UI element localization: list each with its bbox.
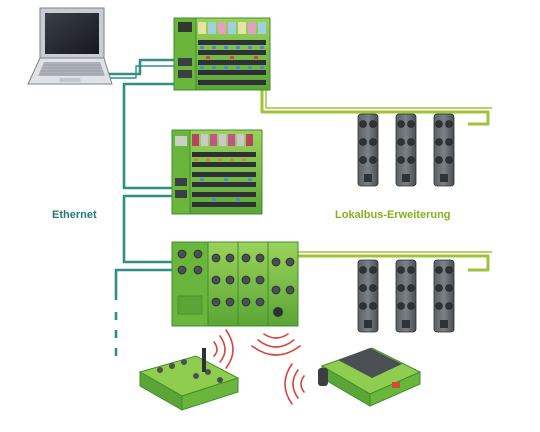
- ethernet-cable-laptop: [92, 58, 180, 76]
- m12-io-boxes-bottom: [357, 259, 455, 333]
- local-bus-label: Lokalbus-Erweiterung: [335, 209, 451, 221]
- wireless-waves-icon: [284, 363, 305, 405]
- m12-io-box-icon: [433, 259, 455, 333]
- laptop-icon: [27, 7, 113, 85]
- m12-io-box-icon: [357, 259, 379, 333]
- ethernet-label: Ethernet: [52, 209, 97, 221]
- m12-io-box-icon: [433, 113, 455, 187]
- ethernet-cable-down: [114, 268, 178, 300]
- ethernet-cables: [92, 58, 186, 300]
- m12-io-station-icon: [171, 241, 299, 327]
- ethernet-cable-laptop-b: [96, 65, 180, 79]
- m12-io-box-icon: [395, 113, 417, 187]
- controller-module-icon: [173, 17, 271, 91]
- local-bus-cable-bottom: [290, 254, 490, 272]
- m12-io-box-icon: [395, 259, 417, 333]
- wireless-device-icon: [138, 348, 240, 411]
- m12-io-box-icon: [357, 113, 379, 187]
- m12-io-boxes-top: [357, 113, 455, 187]
- ethernet-cable-backbone-b: [122, 194, 186, 264]
- wireless-waves-icon: [213, 329, 234, 369]
- wireless-device-icon: [318, 347, 422, 407]
- local-bus-cables: [260, 86, 492, 272]
- local-bus-cable-top: [260, 86, 490, 126]
- ethernet-cable-backbone: [122, 82, 186, 190]
- io-module-icon: [171, 129, 263, 215]
- wireless-waves-icon: [251, 333, 301, 356]
